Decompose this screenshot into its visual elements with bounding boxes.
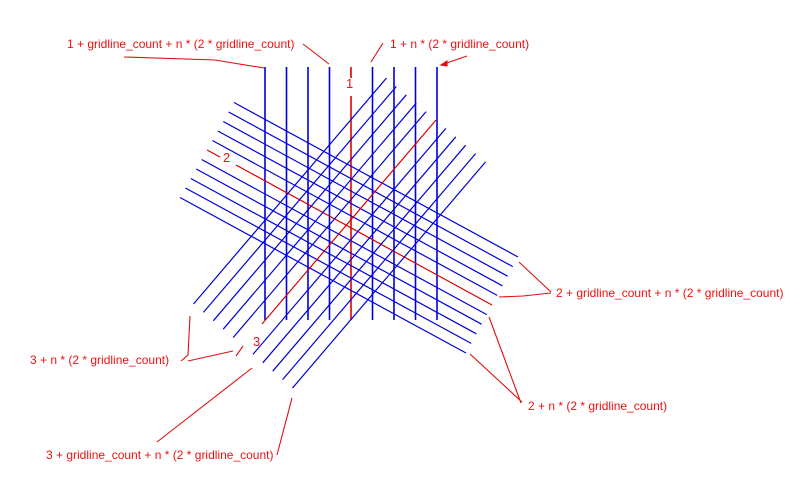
leader-a4-lower bbox=[469, 353, 523, 403]
family-2-gridline bbox=[228, 111, 514, 268]
family-3-gridline bbox=[292, 161, 486, 389]
family-2-gridline bbox=[179, 196, 467, 354]
family-3-gridline bbox=[272, 144, 467, 372]
leader-a5-lower bbox=[187, 350, 234, 362]
family-1-vertical-lines bbox=[264, 67, 438, 320]
family-2-gridline bbox=[233, 101, 519, 258]
leader-a6-left bbox=[156, 367, 253, 443]
family-3-gridline bbox=[212, 94, 407, 322]
family-3-gridline bbox=[193, 77, 387, 305]
family-3-center-line bbox=[261, 119, 437, 325]
leader-a5-upper bbox=[180, 315, 191, 362]
family-3-gridline bbox=[222, 102, 417, 330]
family-2-gridline bbox=[195, 168, 482, 325]
annotation-1-base: 1 + n * (2 * gridline_count) bbox=[390, 37, 530, 51]
family-2-center-line bbox=[235, 164, 493, 306]
family-3-gridline bbox=[202, 86, 397, 313]
family-2-label: 2 bbox=[223, 150, 231, 165]
annotation-2-gridline-offset: 2 + gridline_count + n * (2 * gridline_c… bbox=[556, 286, 784, 300]
annotation-1-gridline-offset: 1 + gridline_count + n * (2 * gridline_c… bbox=[67, 37, 295, 51]
annotation-2-base: 2 + n * (2 * gridline_count) bbox=[528, 399, 668, 413]
family-3-gridline bbox=[262, 136, 457, 364]
family-3-label: 3 bbox=[253, 334, 261, 349]
family-2-gridline bbox=[222, 120, 508, 277]
family-2-gridline bbox=[212, 139, 498, 296]
leader-lines bbox=[123, 42, 552, 456]
leader-a2-left bbox=[370, 42, 384, 63]
annotation-3-base: 3 + n * (2 * gridline_count) bbox=[30, 353, 170, 367]
family-3-gridline bbox=[232, 111, 427, 338]
family-3-diagonal-lines bbox=[193, 77, 486, 389]
arrowhead-a2 bbox=[439, 59, 448, 67]
family-2-diagonal-lines bbox=[179, 101, 519, 354]
family-2-gridline bbox=[190, 177, 477, 335]
leader-a6-right bbox=[276, 397, 293, 456]
leader-a4-upper bbox=[488, 316, 522, 404]
family-3-gridline bbox=[252, 128, 447, 355]
leader-label-3 bbox=[235, 345, 244, 357]
leader-a3-lower bbox=[498, 292, 552, 298]
family-2-center-line-start bbox=[206, 149, 221, 158]
leader-a1-right bbox=[302, 43, 330, 65]
family-3-gridline bbox=[282, 153, 477, 380]
family-1-label: 1 bbox=[346, 76, 354, 91]
family-2-gridline bbox=[201, 158, 488, 316]
leader-a3-upper bbox=[518, 261, 552, 293]
annotation-3-gridline-offset: 3 + gridline_count + n * (2 * gridline_c… bbox=[46, 448, 274, 462]
leader-a1-left bbox=[123, 56, 265, 69]
